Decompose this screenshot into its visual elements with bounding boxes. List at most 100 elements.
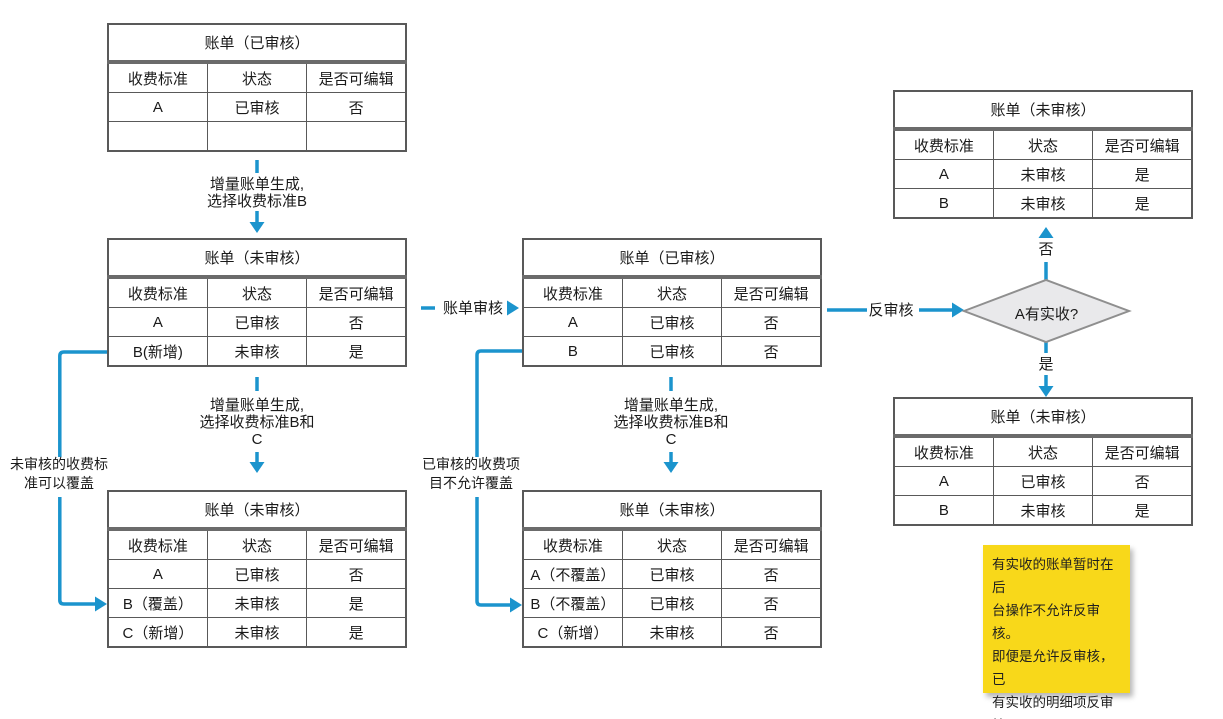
column-header-cell: 状态 bbox=[621, 528, 723, 560]
column-header-cell: 状态 bbox=[206, 276, 308, 308]
column-header-cell: 状态 bbox=[992, 128, 1094, 160]
table-data-cell: 否 bbox=[721, 617, 822, 648]
column-header-cell: 是否可编辑 bbox=[306, 528, 407, 560]
table-data-cell: 是 bbox=[306, 617, 407, 648]
table-data-row: A（不覆盖）已审核否 bbox=[522, 559, 822, 589]
column-header-row: 收费标准状态是否可编辑 bbox=[893, 435, 1193, 467]
table-data-cell: 是 bbox=[1092, 188, 1193, 219]
table-data-cell: A bbox=[107, 559, 208, 589]
label-bill-audit: 账单审核 bbox=[442, 300, 503, 317]
annotation-audited-no-override: 已审核的收费项 目不允许覆盖 bbox=[422, 456, 520, 491]
connector-unaudited-override bbox=[58, 350, 107, 606]
table-data-cell: B（不覆盖） bbox=[522, 588, 623, 618]
table-data-cell: 否 bbox=[306, 307, 407, 337]
table-data-cell: 已审核 bbox=[621, 307, 723, 337]
table-title-cell: 账单（已审核） bbox=[107, 23, 407, 64]
column-header-cell: 状态 bbox=[206, 61, 308, 93]
table-data-cell: 否 bbox=[306, 92, 407, 122]
table-data-cell: 否 bbox=[721, 307, 822, 337]
table-data-cell: 已审核 bbox=[621, 559, 723, 589]
table-title-cell: 账单（未审核） bbox=[107, 238, 407, 279]
arrowhead-gen-bc-center bbox=[663, 462, 679, 473]
table-data-cell: 否 bbox=[306, 559, 407, 589]
column-header-cell: 收费标准 bbox=[107, 276, 208, 308]
table-data-row: B（覆盖）未审核是 bbox=[107, 588, 407, 618]
connector-audited-no-override bbox=[475, 349, 522, 607]
column-header-cell: 是否可编辑 bbox=[306, 276, 407, 308]
table-title-row: 账单（未审核） bbox=[893, 397, 1193, 438]
label-generate-bc-left: 增量账单生成, 选择收费标准B和 C bbox=[199, 397, 315, 448]
column-header-row: 收费标准状态是否可编辑 bbox=[522, 276, 822, 308]
table-data-cell: 否 bbox=[721, 559, 822, 589]
column-header-cell: 收费标准 bbox=[107, 528, 208, 560]
table-data-cell: B bbox=[893, 495, 994, 526]
table-data-cell: C（新增） bbox=[107, 617, 208, 648]
column-header-cell: 收费标准 bbox=[893, 435, 994, 467]
table-data-cell: B(新增) bbox=[107, 336, 208, 367]
table-data-cell: A bbox=[893, 466, 994, 496]
table-data-cell: 是 bbox=[306, 588, 407, 618]
column-header-cell: 状态 bbox=[206, 528, 308, 560]
table-title-cell: 账单（已审核） bbox=[522, 238, 822, 279]
table-data-cell: 否 bbox=[721, 588, 822, 618]
arrowhead-bill-audit bbox=[507, 300, 519, 316]
decision-diamond bbox=[961, 278, 1132, 344]
column-header-row: 收费标准状态是否可编辑 bbox=[893, 128, 1193, 160]
table-data-cell: 已审核 bbox=[206, 307, 308, 337]
column-header-row: 收费标准状态是否可编辑 bbox=[107, 61, 407, 93]
table-data-cell: A bbox=[893, 159, 994, 189]
table-title-cell: 账单（未审核） bbox=[522, 490, 822, 531]
column-header-cell: 是否可编辑 bbox=[306, 61, 407, 93]
arrowhead-unaudited-override bbox=[95, 596, 107, 612]
column-header-cell: 状态 bbox=[992, 435, 1094, 467]
table-data-cell: B（覆盖） bbox=[107, 588, 208, 618]
column-header-cell: 是否可编辑 bbox=[721, 276, 822, 308]
arrowhead-audited-no-override bbox=[510, 597, 522, 613]
table-data-cell: 未审核 bbox=[992, 188, 1094, 219]
table-data-row: B（不覆盖）已审核否 bbox=[522, 588, 822, 618]
column-header-row: 收费标准状态是否可编辑 bbox=[107, 528, 407, 560]
table-data-cell: 未审核 bbox=[206, 336, 308, 367]
table-data-cell: 未审核 bbox=[992, 495, 1094, 526]
arrowhead-gen-b bbox=[249, 222, 265, 233]
table-data-cell: 未审核 bbox=[992, 159, 1094, 189]
label-branch-no: 否 bbox=[1038, 241, 1054, 258]
table-data-cell: 已审核 bbox=[992, 466, 1094, 496]
table-data-cell: 未审核 bbox=[206, 588, 308, 618]
table-data-cell: 是 bbox=[1092, 159, 1193, 189]
label-generate-bc-center: 增量账单生成, 选择收费标准B和 C bbox=[613, 397, 729, 448]
sticky-note: 有实收的账单暂时在后 台操作不允许反审核。 即便是允许反审核，已 有实收的明细项… bbox=[983, 545, 1130, 719]
arrowhead-reverse-audit bbox=[952, 302, 964, 318]
decision-label: A有实收? bbox=[1014, 306, 1079, 323]
table-title-row: 账单（未审核） bbox=[107, 238, 407, 279]
table-data-cell: 已审核 bbox=[621, 588, 723, 618]
table-data-cell: 已审核 bbox=[206, 559, 308, 589]
arrowhead-yes bbox=[1038, 386, 1054, 397]
table-data-cell bbox=[206, 121, 308, 152]
table-data-row: C（新增）未审核否 bbox=[522, 617, 822, 648]
table-data-cell bbox=[107, 121, 208, 152]
annotation-unaudited-override: 未审核的收费标 准可以覆盖 bbox=[10, 456, 108, 491]
column-header-cell: 是否可编辑 bbox=[721, 528, 822, 560]
table-data-row bbox=[107, 121, 407, 152]
table-title-cell: 账单（未审核） bbox=[107, 490, 407, 531]
table-data-cell: 已审核 bbox=[206, 92, 308, 122]
table-data-cell: C（新增） bbox=[522, 617, 623, 648]
table-data-cell: B bbox=[893, 188, 994, 219]
column-header-cell: 收费标准 bbox=[893, 128, 994, 160]
arrowhead-no bbox=[1038, 227, 1054, 238]
table-data-cell: A bbox=[522, 307, 623, 337]
